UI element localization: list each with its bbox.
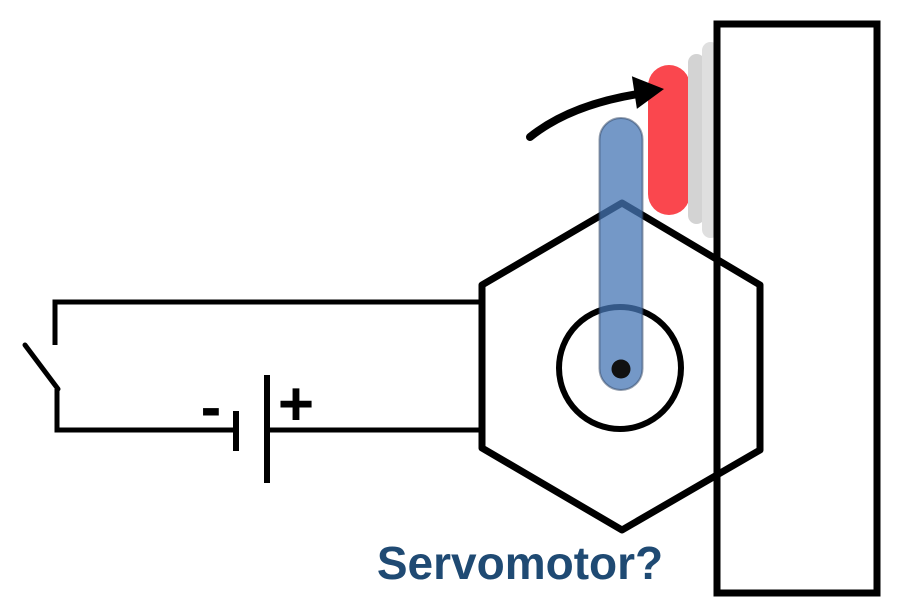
caption-text: Servomotor? xyxy=(377,537,663,589)
battery-minus-label: - xyxy=(201,373,222,442)
rotation-arrow-shaft xyxy=(526,90,642,141)
wire-bottom-left xyxy=(54,389,236,433)
pivot-dot xyxy=(611,359,631,379)
wire-top xyxy=(52,299,480,345)
servo-horn-arm xyxy=(598,117,644,391)
rotation-arrow-head-icon xyxy=(631,76,664,109)
button-pad-inner xyxy=(688,54,705,224)
wall xyxy=(713,20,881,597)
push-button xyxy=(648,65,690,215)
servo-body-hexagon xyxy=(478,199,764,534)
switch-blade xyxy=(22,342,61,392)
battery-plus-label: + xyxy=(278,370,314,439)
